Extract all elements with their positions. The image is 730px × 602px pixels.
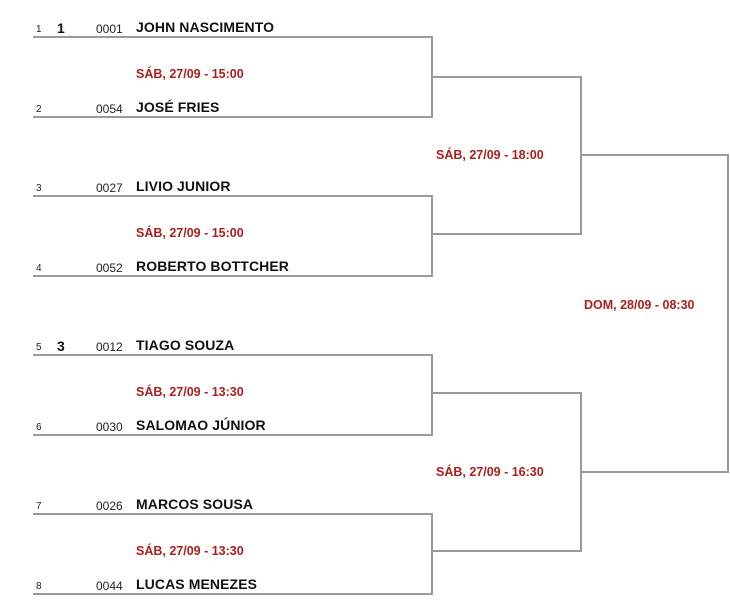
- player-number: 0030: [96, 420, 123, 434]
- round2-line: [432, 233, 581, 235]
- match-time: SÁB, 27/09 - 15:00: [136, 226, 244, 240]
- player-line: [33, 434, 432, 436]
- final-connector: [727, 154, 729, 473]
- player-position: 6: [36, 422, 42, 433]
- player-number: 0026: [96, 499, 123, 513]
- match-time: SÁB, 27/09 - 18:00: [436, 148, 544, 162]
- player-number: 0044: [96, 579, 123, 593]
- player-position: 8: [36, 581, 42, 592]
- match-time: SÁB, 27/09 - 15:00: [136, 67, 244, 81]
- player-position: 1: [36, 24, 42, 35]
- final-line: [581, 154, 729, 156]
- player-name: LUCAS MENEZES: [136, 576, 258, 592]
- player-line: [33, 513, 432, 515]
- player-number: 0027: [96, 181, 123, 195]
- round2-line: [432, 76, 581, 78]
- player-line: [33, 195, 432, 197]
- player-position: 7: [36, 501, 42, 512]
- player-position: 2: [36, 104, 42, 115]
- player-number: 0052: [96, 261, 123, 275]
- player-line: [33, 36, 432, 38]
- match-connector: [431, 513, 433, 595]
- round2-line: [432, 550, 581, 552]
- match-time: SÁB, 27/09 - 16:30: [436, 465, 544, 479]
- player-number: 0054: [96, 102, 123, 116]
- player-line: [33, 354, 432, 356]
- player-name: TIAGO SOUZA: [136, 337, 235, 353]
- player-name: LIVIO JUNIOR: [136, 178, 231, 194]
- player-position: 4: [36, 263, 42, 274]
- match-connector: [431, 354, 433, 436]
- match-time: SÁB, 27/09 - 13:30: [136, 544, 244, 558]
- player-name: SALOMAO JÚNIOR: [136, 417, 266, 433]
- match-time: SÁB, 27/09 - 13:30: [136, 385, 244, 399]
- match-connector: [431, 195, 433, 277]
- player-number: 0001: [96, 22, 123, 36]
- player-number: 0012: [96, 340, 123, 354]
- player-line: [33, 275, 432, 277]
- player-line: [33, 593, 432, 595]
- round2-line: [432, 392, 581, 394]
- player-name: MARCOS SOUSA: [136, 496, 254, 512]
- player-name: ROBERTO BOTTCHER: [136, 258, 290, 274]
- final-line: [581, 471, 729, 473]
- player-line: [33, 116, 432, 118]
- player-seed: 1: [57, 20, 65, 36]
- match-time: DOM, 28/09 - 08:30: [584, 298, 695, 312]
- player-position: 3: [36, 183, 42, 194]
- player-name: JOSÉ FRIES: [136, 99, 220, 115]
- player-seed: 3: [57, 338, 65, 354]
- player-position: 5: [36, 342, 42, 353]
- player-name: JOHN NASCIMENTO: [136, 19, 275, 35]
